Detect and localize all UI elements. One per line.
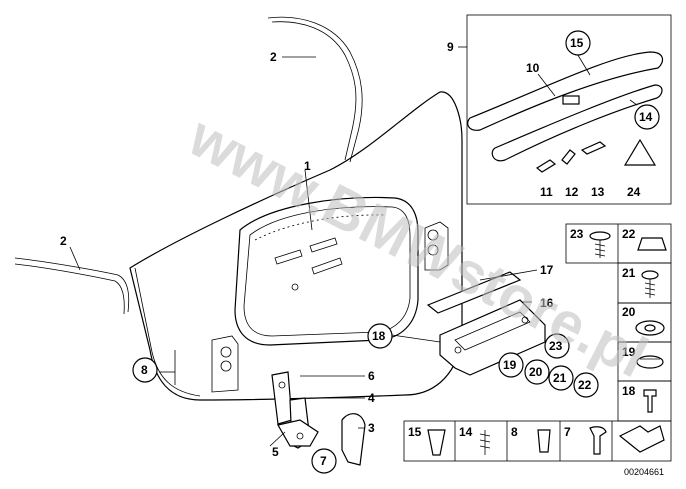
callout-8-circled: 8 <box>141 363 148 377</box>
callout-7-circled: 7 <box>320 454 327 468</box>
seal-upper <box>267 16 363 163</box>
callout-20-circled: 20 <box>529 365 543 379</box>
grid-label-20: 20 <box>622 305 636 319</box>
leader-lines <box>69 51 638 447</box>
callout-21-circled: 21 <box>553 371 567 385</box>
callout-17: 17 <box>540 263 554 277</box>
grid-labels: 23 22 21 20 19 18 15 14 8 7 <box>408 227 636 439</box>
callout-15-circled: 15 <box>570 36 584 50</box>
callout-13: 13 <box>591 185 605 199</box>
callout-10: 10 <box>526 61 540 75</box>
callout-4: 4 <box>368 391 375 405</box>
grid-label-23: 23 <box>570 227 584 241</box>
callout-3: 3 <box>368 421 375 435</box>
hinge-assembly <box>271 371 366 466</box>
callout-2-left: 2 <box>60 234 67 248</box>
callout-12: 12 <box>565 185 579 199</box>
grid-label-18: 18 <box>622 384 636 398</box>
grid-label-15: 15 <box>408 425 422 439</box>
callout-19-circled: 19 <box>503 358 517 372</box>
callout-14-circled: 14 <box>639 110 653 124</box>
grid-label-21: 21 <box>622 266 636 280</box>
callout-22-circled: 22 <box>578 378 592 392</box>
callout-11: 11 <box>540 185 553 199</box>
grid-label-19: 19 <box>622 345 636 359</box>
grid-label-8: 8 <box>511 425 518 439</box>
handle-inset-box <box>466 14 672 205</box>
grid-label-22: 22 <box>622 227 636 241</box>
callout-1: 1 <box>304 159 311 173</box>
grid-label-7: 7 <box>564 425 571 439</box>
callout-2-top: 2 <box>270 50 277 64</box>
callout-9: 9 <box>447 40 454 54</box>
trunk-lid <box>129 91 463 401</box>
callout-6: 6 <box>368 369 375 383</box>
handle-assembly <box>467 51 664 173</box>
seal-lower <box>14 257 130 315</box>
small-parts-grid <box>403 223 672 462</box>
circled-callouts: 8 7 15 14 18 19 20 21 22 23 <box>132 30 660 474</box>
image-number: 00204661 <box>624 467 664 477</box>
callout-16: 16 <box>540 296 554 310</box>
callout-5: 5 <box>272 445 279 459</box>
callout-24: 24 <box>627 185 641 199</box>
callout-18-circled: 18 <box>372 329 386 343</box>
callout-labels: 1 2 2 3 4 5 6 9 10 11 12 13 24 16 17 <box>60 40 641 459</box>
callout-23-circled: 23 <box>549 339 563 353</box>
grid-label-14: 14 <box>459 425 473 439</box>
